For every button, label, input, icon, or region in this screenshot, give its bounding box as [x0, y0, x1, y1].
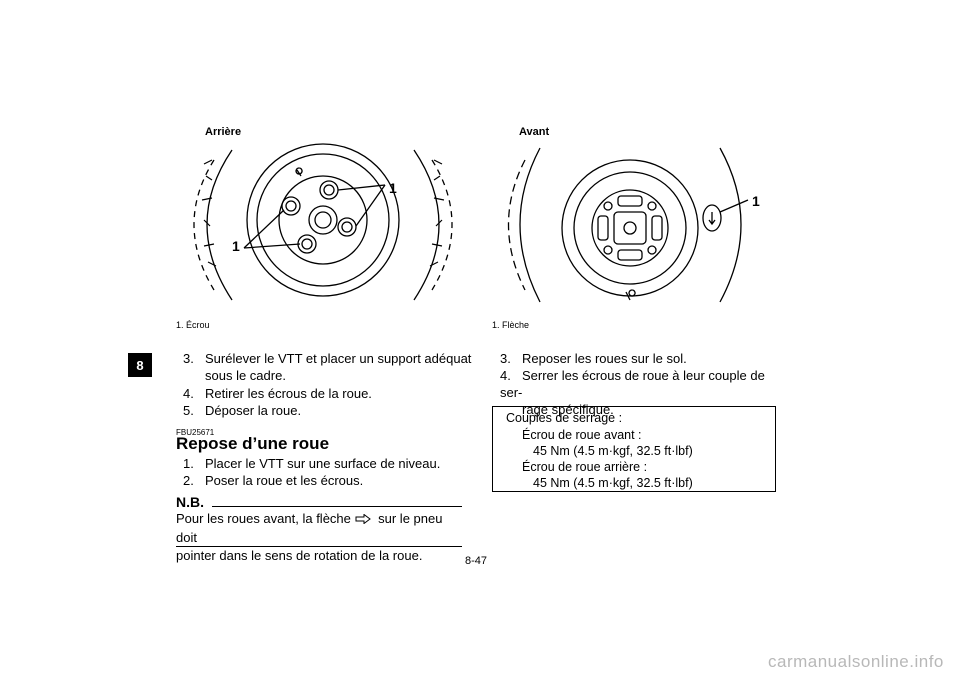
step-number: 3.: [500, 351, 511, 366]
step-number: 4.: [500, 368, 511, 383]
step-text: Retirer les écrous de la roue.: [205, 386, 372, 401]
torque-rear-label: Écrou de roue arrière :: [522, 460, 648, 474]
step-text: Poser la roue et les écrous.: [205, 473, 364, 488]
torque-front-label: Écrou de roue avant :: [522, 428, 642, 442]
step-text-continued: rage spécifique.: [522, 402, 614, 417]
front-wheel-illustration: [507, 147, 749, 303]
note-title: N.B.: [176, 494, 204, 510]
note-bottom-rule: [176, 546, 462, 547]
install-step-2: 2. Poser la roue et les écrous.: [183, 472, 363, 489]
watermark: carmanualsonline.info: [768, 652, 944, 671]
step-number: 5.: [183, 403, 194, 418]
note-top-rule: [212, 506, 462, 507]
step-3-raise: 3. Surélever le VTT et placer un support …: [183, 350, 473, 384]
step-4-remove-nuts: 4. Retirer les écrous de la roue.: [183, 385, 372, 402]
torque-spec-box: Couples de serrage : Écrou de roue avant…: [492, 406, 776, 492]
front-figure-title: Avant: [519, 126, 550, 138]
rear-wheel-illustration: [193, 143, 453, 301]
torque-title: Couples de serrage :: [506, 411, 623, 425]
front-callout-1: 1: [752, 193, 760, 209]
step-number: 4.: [183, 386, 194, 401]
section-code: FBU25671: [176, 428, 215, 437]
rear-figure-caption: 1. Écrou: [176, 320, 210, 330]
step-4-tighten: 4.Serrer les écrous de roue à leur coupl…: [500, 367, 790, 418]
rear-callout-1-upper: 1: [389, 180, 397, 196]
step-number: 3.: [183, 351, 194, 366]
rear-figure-title: Arrière: [205, 126, 242, 138]
install-step-1: 1. Placer le VTT sur une surface de nivea…: [183, 455, 440, 472]
rear-callout-1-lower: 1: [232, 238, 240, 254]
note-text-line2: pointer dans le sens de rotation de la r…: [176, 547, 423, 563]
section-tab: 8: [128, 353, 152, 377]
step-number: 2.: [183, 473, 194, 488]
step-text: Surélever le VTT et placer un support ad…: [205, 351, 472, 366]
torque-front-value: 45 Nm (4.5 m·kgf, 32.5 ft·lbf): [533, 444, 693, 458]
note-text-part1: Pour les roues avant, la flèche: [176, 511, 351, 526]
section-heading: Repose d’une roue: [176, 434, 330, 453]
step-number: 1.: [183, 456, 194, 471]
step-5-remove-wheel: 5. Déposer la roue.: [183, 402, 301, 419]
step-text: Reposer les roues sur le sol.: [522, 351, 687, 366]
note-text: Pour les roues avant, la flèche sur le p…: [176, 510, 466, 565]
step-3-lower: 3. Reposer les roues sur le sol.: [500, 350, 687, 367]
step-text: Placer le VTT sur une surface de niveau.: [205, 456, 441, 471]
torque-rear-value: 45 Nm (4.5 m·kgf, 32.5 ft·lbf): [533, 476, 693, 490]
step-text-continued: sous le cadre.: [205, 368, 286, 383]
step-text: Serrer les écrous de roue à leur couple …: [500, 368, 765, 400]
note-text-part2: sur le pneu doit: [176, 511, 443, 545]
front-figure-caption: 1. Flèche: [492, 320, 530, 330]
page-number: 8-47: [465, 555, 488, 567]
arrow-icon: [355, 511, 375, 529]
step-text: Déposer la roue.: [205, 403, 302, 418]
